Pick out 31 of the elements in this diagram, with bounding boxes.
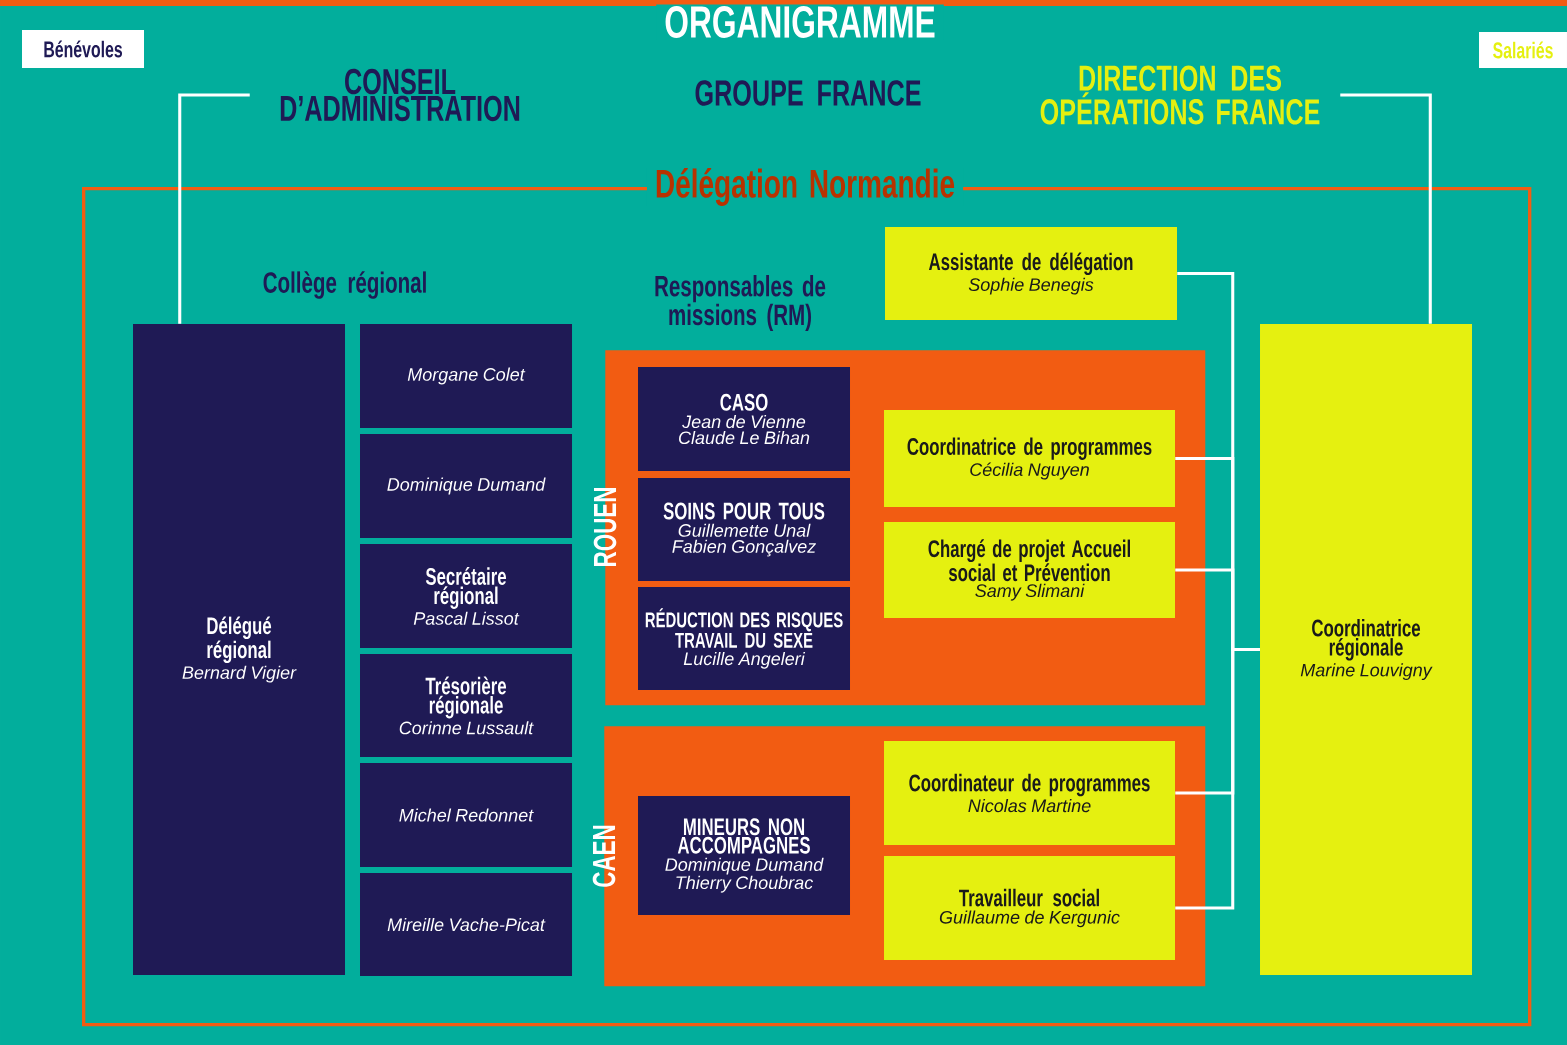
frame-heading: Délégation Normandie — [646, 168, 964, 206]
role-box: Délégué régional Bernard Vigier — [133, 324, 345, 975]
role-box: Secrétaire régional Pascal Lissot — [360, 544, 572, 648]
tag-box: Bénévoles — [22, 30, 144, 68]
site-label: ROUEN — [593, 488, 617, 566]
connector-line — [178, 93, 250, 324]
role-box: Chargé de projet Accueil social et Prévention Samy Slimani — [884, 522, 1175, 618]
heading-text: DIRECTION DES OPÉRATIONS FRANCE — [1040, 65, 1320, 125]
title: ORGANIGRAMME — [656, 4, 944, 40]
role-box: Trésorière régionale Corinne Lussault — [360, 654, 572, 757]
heading-text: Collège régional — [263, 271, 426, 299]
mission-box: MINEURS NON ACCOMPAGNES Dominique Dumand Thierry Choubrac — [638, 796, 850, 915]
person-box: Morgane Colet — [360, 324, 572, 428]
role-box: Coordinateur de programmes Nicolas Martine — [884, 741, 1175, 845]
mission-box: RÉDUCTION DES RISQUES TRAVAIL DU SEXE Lucille Angeleri — [638, 587, 850, 690]
connector-line — [1340, 93, 1432, 324]
role-box: Travailleur social Guillaume de Kergunic — [884, 856, 1175, 960]
connector-line — [1175, 647, 1260, 910]
person-box: Michel Redonnet — [360, 763, 572, 867]
heading-text: Responsables de missions (RM) — [655, 275, 826, 331]
role-box: Coordinatrice de programmes Cécilia Nguyen — [884, 410, 1175, 507]
tag-box: Salariés — [1479, 32, 1567, 68]
heading-text: CONSEIL D’ADMINISTRATION — [280, 68, 520, 122]
site-label: CAEN — [592, 825, 616, 887]
mission-box: CASO Jean de Vienne Claude Le Bihan — [638, 367, 850, 471]
person-box: Dominique Dumand — [360, 434, 572, 538]
person-box: Mireille Vache-Picat — [360, 873, 572, 976]
role-box: Coordinatrice régionale Marine Louvigny — [1260, 324, 1472, 975]
role-box: Assistante de délégation Sophie Benegis — [885, 227, 1177, 320]
mission-box: SOINS POUR TOUS Guillemette Unal Fabien Gonçalvez — [638, 478, 850, 581]
heading-text: GROUPE FRANCE — [695, 80, 921, 106]
